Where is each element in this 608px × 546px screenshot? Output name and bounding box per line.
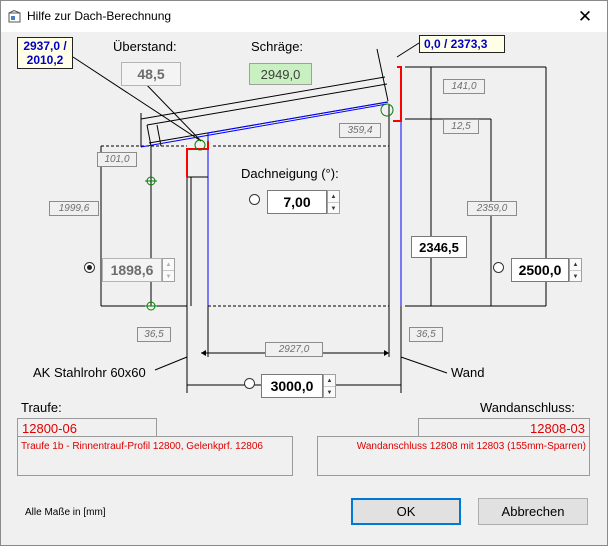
right-height-field[interactable]: 2500,0: [511, 258, 569, 282]
mid-height-field[interactable]: 2346,5: [411, 236, 467, 258]
close-button[interactable]: ✕: [563, 1, 607, 32]
wand-label: Wand: [451, 365, 485, 380]
dim-2359: 2359,0: [467, 201, 517, 216]
width-field[interactable]: 3000,0: [261, 374, 323, 398]
left-height-radio[interactable]: [84, 262, 95, 273]
schraege-field[interactable]: 2949,0: [249, 63, 312, 85]
app-icon: [8, 9, 22, 29]
dachneigung-field[interactable]: 7,00: [267, 190, 327, 214]
dim-141: 141,0: [443, 79, 485, 94]
wandanschluss-description: Wandanschluss 12808 mit 12803 (155mm-Spa…: [317, 436, 590, 476]
right-height-radio[interactable]: [493, 262, 504, 273]
dim-2927: 2927,0: [265, 342, 323, 357]
wandanschluss-label: Wandanschluss:: [480, 400, 575, 415]
dachneigung-spinner[interactable]: ▲▼: [327, 190, 340, 214]
spin-down-icon[interactable]: ▼: [572, 273, 579, 280]
width-spinner[interactable]: ▲▼: [323, 374, 336, 398]
stahlrohr-label: AK Stahlrohr 60x60: [33, 365, 146, 380]
spin-up-icon[interactable]: ▲: [163, 259, 174, 271]
cancel-button[interactable]: Abbrechen: [478, 498, 588, 525]
left-height-spinner[interactable]: ▲▼: [162, 258, 175, 282]
width-radio[interactable]: [244, 378, 255, 389]
ok-button[interactable]: OK: [351, 498, 461, 525]
traufe-code: 12800-06: [17, 418, 157, 438]
traufe-description: Traufe 1b - Rinnentrauf-Profil 12800, Ge…: [17, 436, 293, 476]
spin-down-icon[interactable]: ▼: [330, 205, 337, 212]
dim-12-5: 12,5: [443, 119, 479, 134]
spin-down-icon[interactable]: ▼: [165, 273, 172, 280]
dachneigung-radio[interactable]: [249, 194, 260, 205]
dim-1999: 1999,6: [49, 201, 99, 216]
units-note: Alle Maße in [mm]: [25, 507, 106, 518]
coord-left: 2937,0 / 2010,2: [17, 37, 73, 69]
close-icon: ✕: [577, 6, 593, 26]
dim-359: 359,4: [339, 123, 381, 138]
traufe-label: Traufe:: [21, 400, 62, 415]
dim-36-5-right: 36,5: [409, 327, 443, 342]
spin-down-icon[interactable]: ▼: [326, 389, 333, 396]
window-title: Hilfe zur Dach-Berechnung: [27, 9, 172, 23]
spin-up-icon[interactable]: ▲: [328, 191, 339, 203]
schraege-label: Schräge:: [251, 39, 304, 54]
wandanschluss-code: 12808-03: [418, 418, 590, 438]
right-height-spinner[interactable]: ▲▼: [569, 258, 582, 282]
dim-36-5-left: 36,5: [137, 327, 171, 342]
spin-up-icon[interactable]: ▲: [570, 259, 581, 271]
spin-up-icon[interactable]: ▲: [324, 375, 335, 387]
coord-right: 0,0 / 2373,3: [419, 35, 505, 53]
title-bar: Hilfe zur Dach-Berechnung ✕: [1, 1, 607, 32]
dim-101: 101,0: [97, 152, 137, 167]
dachneigung-label: Dachneigung (°):: [241, 166, 339, 181]
ueberstand-label: Überstand:: [113, 39, 177, 54]
ueberstand-field[interactable]: 48,5: [121, 62, 181, 86]
left-height-field[interactable]: 1898,6: [102, 258, 162, 282]
